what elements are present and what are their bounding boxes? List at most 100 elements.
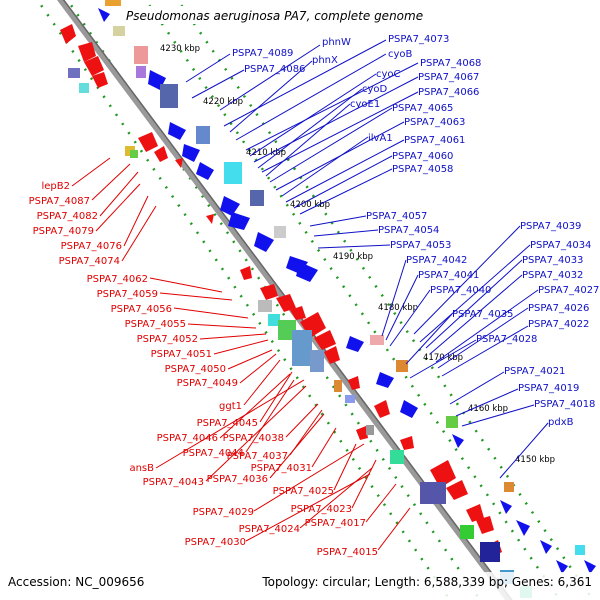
gene-label[interactable]: PSPA7_4079 [33,226,94,237]
gene-block [390,450,404,464]
gene-label[interactable]: PSPA7_4022 [528,319,589,330]
gene-label[interactable]: PSPA7_4039 [520,221,581,232]
leader-line [227,349,273,370]
gene-arrow [314,330,336,350]
gene-label[interactable]: PSPA7_4041 [418,270,479,281]
gene-arrow [290,306,306,320]
gene-label[interactable]: PSPA7_4082 [37,211,98,222]
gene-block [446,416,458,428]
gene-label[interactable]: PSPA7_4053 [390,240,451,251]
leader-line [243,359,281,406]
gene-label[interactable]: PSPA7_4034 [530,240,591,251]
gene-label[interactable]: PSPA7_4074 [59,256,120,267]
gene-arrow [556,560,568,574]
gene-label[interactable]: PSPA7_4089 [232,48,293,59]
gene-label[interactable]: cyoB [388,49,413,60]
gene-label[interactable]: PSPA7_4037 [227,451,288,462]
gene-label[interactable]: cyoC [376,69,401,80]
gene-block [310,350,324,372]
gene-label[interactable]: PSPA7_4025 [273,486,334,497]
gene-label[interactable]: ansB [129,463,154,474]
gene-label[interactable]: PSPA7_4054 [378,225,439,236]
gene-label[interactable]: PSPA7_4056 [111,304,172,315]
gene-label[interactable]: PSPA7_4086 [244,64,305,75]
gene-label[interactable]: phnX [312,55,338,66]
gene-label[interactable]: PSPA7_4027 [538,285,599,296]
gene-label[interactable]: PSPA7_4036 [207,474,268,485]
gene-label[interactable]: PSPA7_4049 [177,378,238,389]
gene-label[interactable]: PSPA7_4045 [197,418,258,429]
gene-label[interactable]: PSPA7_4032 [522,270,583,281]
leader-line [155,379,305,469]
gene-label[interactable]: PSPA7_4015 [317,547,378,558]
gene-block [134,46,148,64]
gene-label[interactable]: PSPA7_4019 [518,383,579,394]
gene-label[interactable]: PSPA7_4043 [143,477,204,488]
gene-label[interactable]: PSPA7_4024 [239,524,300,535]
gene-block [396,360,408,372]
gene-label[interactable]: PSPA7_4067 [418,72,479,83]
leader-line [461,404,535,427]
gene-label[interactable]: PSPA7_4057 [366,211,427,222]
gene-label[interactable]: cyoD [362,84,388,95]
gene-label[interactable]: PSPA7_4018 [534,399,595,410]
gene-label[interactable]: PSPA7_4059 [97,289,158,300]
gene-label[interactable]: PSPA7_4060 [392,151,453,162]
gene-label[interactable]: pdxB [548,417,574,428]
gene-label[interactable]: PSPA7_4063 [404,117,465,128]
right-leader-lines [185,39,549,479]
gene-label[interactable]: PSPA7_4076 [61,241,122,252]
gene-label[interactable]: PSPA7_4021 [504,366,565,377]
gene-arrow [376,372,394,388]
left-labels: lepB2 PSPA7_4087 PSPA7_4082 PSPA7_4079 P… [29,181,378,558]
leader-line [437,307,529,369]
gene-label[interactable]: PSPA7_4052 [137,334,198,345]
gene-label[interactable]: PSPA7_4029 [193,507,254,518]
left-leader-lines [71,157,411,551]
gene-label[interactable]: PSPA7_4026 [528,303,589,314]
accession-text: Accession: NC_009656 [8,575,144,589]
title-backdrop [122,6,450,24]
gene-label[interactable]: PSPA7_4028 [476,334,537,345]
gene-arrow [324,346,340,364]
gene-block [160,84,178,108]
gene-label[interactable]: PSPA7_4040 [430,285,491,296]
gene-label[interactable]: PSPA7_4073 [388,34,449,45]
gene-arrow [400,400,418,418]
gene-label[interactable]: PSPA7_4065 [392,103,453,114]
gene-label[interactable]: phnW [322,37,351,48]
gene-label[interactable]: PSPA7_4033 [522,255,583,266]
gene-label[interactable]: PSPA7_4061 [404,135,465,146]
gene-label[interactable]: ggt1 [219,401,242,412]
leader-line [351,459,377,509]
gene-label[interactable]: PSPA7_4087 [29,196,90,207]
gene-label[interactable]: PSPA7_4046 [157,433,218,444]
gene-label[interactable]: PSPA7_4051 [151,349,212,360]
gene-label[interactable]: PSPA7_4038 [223,433,284,444]
gene-label[interactable]: PSPA7_4031 [251,463,312,474]
gene-label[interactable]: ilvA1 [368,133,393,144]
gene-arrow [175,158,183,168]
gene-arrow [400,436,414,450]
kbp-tick: 4220 kbp [203,97,243,107]
gene-label[interactable]: PSPA7_4030 [185,537,246,548]
gene-label[interactable]: PSPA7_4017 [305,518,366,529]
gene-label[interactable]: PSPA7_4044 [183,448,244,459]
kbp-tick: 4160 kbp [468,404,508,414]
gene-label[interactable]: PSPA7_4035 [452,309,513,320]
gene-label[interactable]: PSPA7_4068 [420,58,481,69]
gene-label[interactable]: PSPA7_4023 [291,504,352,515]
gene-label[interactable]: cyoE1 [350,99,380,110]
leader-line [429,274,523,355]
gene-arrow [60,24,76,44]
gene-label[interactable]: PSPA7_4055 [125,319,186,330]
gene-arrow [168,122,186,140]
gene-label[interactable]: PSPA7_4062 [87,274,148,285]
leader-line [229,60,313,133]
gene-label[interactable]: lepB2 [41,181,70,192]
gene-label[interactable]: PSPA7_4066 [418,87,479,98]
gene-label[interactable]: PSPA7_4042 [406,255,467,266]
gene-arrow [476,516,494,534]
gene-label[interactable]: PSPA7_4050 [165,364,226,375]
gene-label[interactable]: PSPA7_4058 [392,164,453,175]
